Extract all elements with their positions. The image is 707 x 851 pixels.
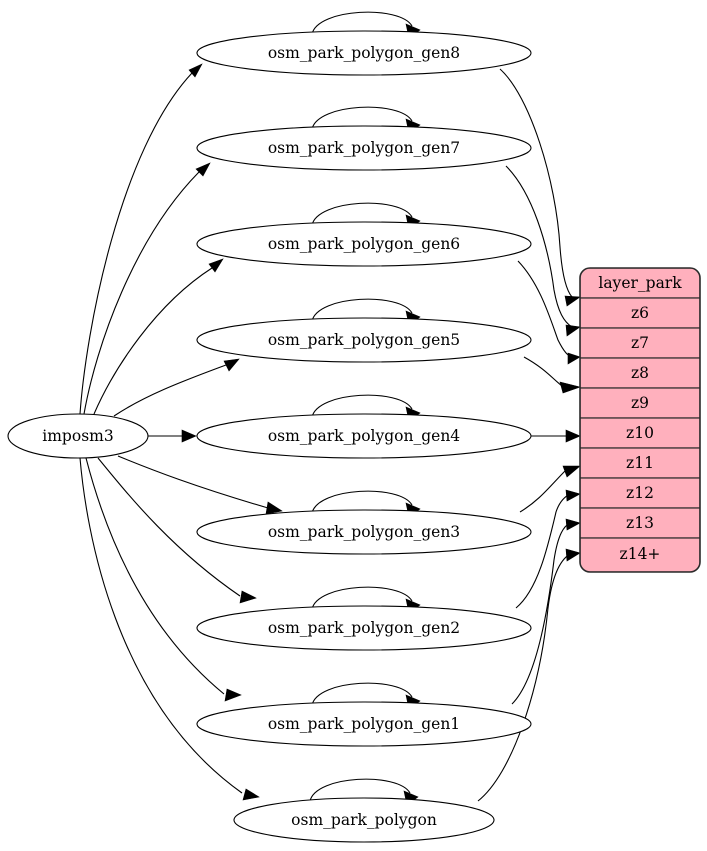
edge-group-nodes-to-table — [477, 68, 582, 802]
layer-park-table[interactable]: layer_park z6 z7 z8 z9 z10 z11 z12 z13 z… — [579, 267, 701, 573]
node-base[interactable]: osm_park_polygon — [233, 797, 495, 843]
node-gen6[interactable]: osm_park_polygon_gen6 — [196, 221, 532, 267]
arrow-gen7-to-z7 — [565, 324, 581, 337]
self-loop-gen5 — [311, 298, 413, 322]
table-cell-z13: z13 — [626, 514, 654, 532]
node-base-label: osm_park_polygon — [291, 811, 437, 829]
table-outer-border — [579, 267, 701, 573]
edge-gen2-to-z12 — [515, 493, 571, 609]
table-cell-z12: z12 — [626, 484, 654, 502]
edge-imposm3-to-gen8 — [79, 72, 193, 415]
edge-gen3-to-z11 — [519, 469, 567, 513]
arrow-imposm3-to-gen2 — [239, 590, 257, 604]
table-cell-z8: z8 — [631, 364, 649, 382]
node-gen7-shape[interactable] — [196, 125, 532, 171]
table-cell-z14plus: z14+ — [620, 545, 661, 563]
node-gen7[interactable]: osm_park_polygon_gen7 — [196, 125, 532, 171]
arrow-gen6-to-z8 — [567, 352, 581, 365]
edge-group-source-to-nodes — [79, 63, 283, 801]
node-gen5[interactable]: osm_park_polygon_gen5 — [196, 317, 532, 363]
node-imposm3-shape[interactable] — [7, 413, 149, 459]
node-gen3[interactable]: osm_park_polygon_gen3 — [196, 509, 532, 555]
arrow-imposm3-to-gen5 — [223, 358, 240, 372]
arrow-gen1-to-z13 — [565, 518, 581, 531]
node-base-shape[interactable] — [233, 797, 495, 843]
node-imposm3[interactable]: imposm3 — [7, 413, 149, 459]
arrow-imposm3-to-gen3 — [265, 501, 283, 515]
edge-imposm3-to-gen2 — [97, 457, 241, 597]
node-gen3-label: osm_park_polygon_gen3 — [268, 523, 460, 541]
arrow-imposm3-to-gen7 — [195, 162, 211, 177]
node-gen1[interactable]: osm_park_polygon_gen1 — [196, 701, 532, 747]
arrow-imposm3-to-gen1 — [224, 688, 242, 702]
table-row-z9[interactable] — [580, 387, 700, 419]
node-gen4-shape[interactable] — [196, 413, 532, 459]
table-row-z14plus[interactable] — [580, 537, 700, 572]
arrow-imposm3-to-gen4 — [181, 429, 197, 443]
table-row-z12[interactable] — [580, 477, 700, 509]
node-gen6-label: osm_park_polygon_gen6 — [268, 235, 460, 253]
table-cell-z10: z10 — [626, 424, 654, 442]
node-imposm3-label: imposm3 — [42, 427, 113, 445]
arrow-gen2-to-z12 — [565, 489, 581, 502]
node-gen4-label: osm_park_polygon_gen4 — [268, 427, 460, 445]
arrow-base-to-z14 — [565, 548, 581, 562]
self-loop-base — [309, 778, 411, 802]
edge-imposm3-to-base — [79, 457, 243, 794]
arrow-imposm3-to-base — [242, 788, 260, 801]
node-gen4[interactable]: osm_park_polygon_gen4 — [196, 413, 532, 459]
node-gen3-shape[interactable] — [196, 509, 532, 555]
edge-imposm3-to-gen6 — [93, 267, 213, 415]
node-gen5-label: osm_park_polygon_gen5 — [268, 331, 460, 349]
self-loop-gen6 — [311, 202, 413, 226]
self-loop-gen8 — [311, 11, 413, 35]
arrow-gen4-to-z10 — [565, 429, 581, 443]
self-loop-gen7 — [311, 106, 413, 130]
node-gen7-label: osm_park_polygon_gen7 — [268, 139, 460, 157]
arrow-gen5-to-z9 — [559, 381, 582, 394]
edge-gen8-to-z6 — [499, 68, 573, 298]
self-loop-gen1 — [311, 682, 413, 706]
self-loop-gen2 — [311, 586, 413, 610]
edge-imposm3-to-gen1 — [85, 457, 225, 695]
self-loop-gen4 — [311, 394, 413, 418]
node-gen6-shape[interactable] — [196, 221, 532, 267]
arrow-imposm3-to-gen6 — [208, 258, 224, 273]
self-loop-gen3 — [311, 490, 413, 514]
node-gen2-shape[interactable] — [196, 605, 532, 651]
node-gen8-shape[interactable] — [196, 30, 532, 76]
node-gen2[interactable]: osm_park_polygon_gen2 — [196, 605, 532, 651]
arrow-gen8-to-z6 — [564, 295, 581, 307]
node-gen8[interactable]: osm_park_polygon_gen8 — [196, 30, 532, 76]
edge-gen1-to-z13 — [511, 522, 571, 705]
table-title: layer_park — [598, 274, 682, 292]
edge-base-to-z14 — [477, 553, 571, 802]
table-cell-z7: z7 — [631, 334, 649, 352]
edge-imposm3-to-gen5 — [113, 364, 227, 417]
edge-imposm3-to-gen3 — [117, 455, 269, 509]
edge-imposm3-to-gen7 — [83, 171, 200, 415]
node-gen2-label: osm_park_polygon_gen2 — [268, 619, 460, 637]
table-row-z10[interactable] — [580, 417, 700, 449]
table-cell-z9: z9 — [631, 394, 649, 412]
table-cell-z6: z6 — [631, 304, 649, 322]
node-gen1-shape[interactable] — [196, 701, 532, 747]
node-gen5-shape[interactable] — [196, 317, 532, 363]
table-cell-z11: z11 — [626, 454, 654, 472]
node-gen8-label: osm_park_polygon_gen8 — [268, 44, 460, 62]
node-gen1-label: osm_park_polygon_gen1 — [268, 715, 460, 733]
arrow-imposm3-to-gen8 — [188, 63, 203, 78]
arrow-gen3-to-z11 — [562, 465, 581, 478]
edge-gen5-to-z9 — [523, 356, 563, 387]
edge-gen7-to-z7 — [505, 165, 573, 328]
